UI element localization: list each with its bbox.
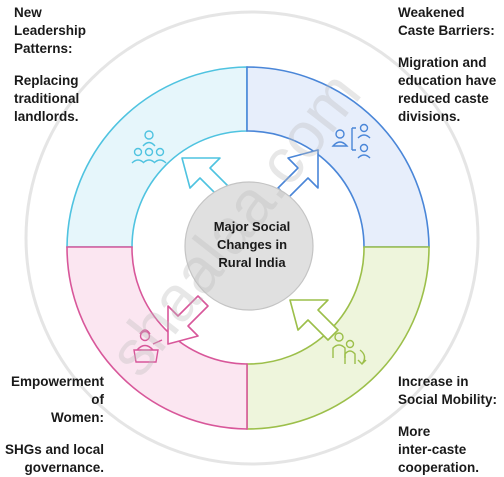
label-social-mobility: Increase in Social Mobility: More inter-… [398, 373, 504, 477]
section-body: Migration and education have reduced cas… [398, 55, 497, 124]
center-line: Major Social [213, 219, 291, 234]
section-body: SHGs and local governance. [4, 442, 104, 475]
section-title: Increase in Social Mobility: [398, 374, 498, 407]
section-body: Replacing traditional landlords. [14, 73, 80, 124]
arrow-top-right [277, 149, 319, 199]
arrow-bottom-right [289, 299, 339, 341]
center-title: Major Social Changes in Rural India [190, 218, 314, 272]
center-line: Changes in [216, 237, 288, 252]
label-new-leadership: New Leadership Patterns: Replacing tradi… [14, 4, 124, 126]
label-women-empowerment: Empowerment of Women: SHGs and local gov… [4, 373, 104, 477]
section-title: Weakened Caste Barriers: [398, 5, 495, 38]
section-body: More inter-caste cooperation. [398, 424, 480, 475]
section-title: Empowerment of Women: [10, 374, 104, 425]
arrow-bottom-left [167, 295, 209, 345]
section-title: New Leadership Patterns: [14, 5, 87, 56]
center-line: Rural India [218, 255, 286, 270]
label-weakened-caste: Weakened Caste Barriers: Migration and e… [398, 4, 504, 126]
